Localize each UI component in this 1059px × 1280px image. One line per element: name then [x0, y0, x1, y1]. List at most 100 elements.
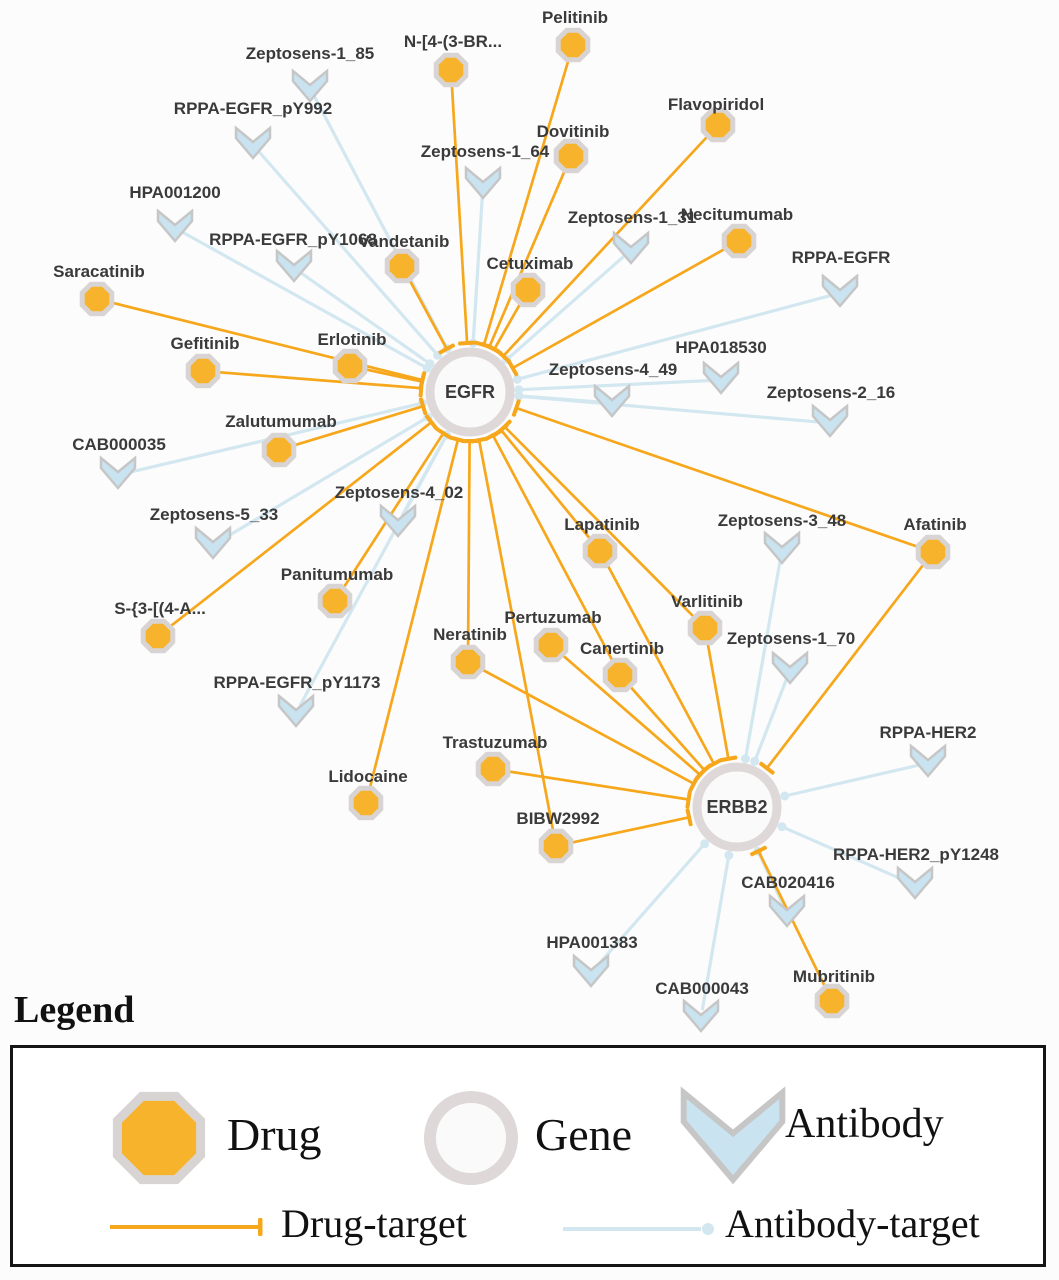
antibody-label-zeptosens-1-64: Zeptosens-1_64	[421, 142, 550, 161]
edge-zeptosens-1-31-egfr	[502, 254, 627, 365]
antibody-node-hpa018530[interactable]	[702, 360, 740, 395]
antibody-label-rppa-egfr-py1068: RPPA-EGFR_pY1068	[209, 230, 377, 249]
drug-node-trastuzumab[interactable]	[475, 751, 511, 787]
antibody-label-zeptosens-2-16: Zeptosens-2_16	[767, 383, 896, 402]
antibody-node-rppa-egfr[interactable]	[821, 273, 859, 308]
antibody-node-rppa-egfr-py992[interactable]	[234, 125, 272, 160]
drug-node-canertinib[interactable]	[602, 657, 638, 693]
edge-zeptosens-2-16-egfr	[514, 391, 823, 424]
edge-s-3-4-a-egfr	[168, 414, 438, 628]
drug-node-neratinib[interactable]	[450, 644, 486, 680]
drug-node-saracatinib[interactable]	[79, 281, 115, 317]
edge-zeptosens-1-70-erbb2	[750, 676, 789, 766]
edge-erlotinib-egfr	[364, 367, 426, 391]
edge-neratinib-erbb2	[480, 667, 700, 793]
antibody-label-hpa018530: HPA018530	[675, 338, 766, 357]
drug-node-dovitinib[interactable]	[553, 138, 589, 174]
drug-node-mubritinib[interactable]	[814, 983, 850, 1019]
antibody-node-zeptosens-5-33[interactable]	[194, 525, 232, 560]
edge-zeptosens-1-64-egfr	[468, 192, 485, 348]
drug-label-s-3-4-a: S-{3-[(4-A...	[114, 599, 206, 618]
gene-label-erbb2: ERBB2	[706, 797, 767, 817]
drug-node-flavopiridol[interactable]	[700, 107, 736, 143]
antibody-label-hpa001383: HPA001383	[546, 933, 637, 952]
antibody-node-rppa-egfr-py1173[interactable]	[277, 693, 315, 728]
antibody-node-cab000035[interactable]	[99, 455, 137, 490]
edge-vandetanib-egfr	[407, 278, 456, 355]
edge-n-4-3-br-egfr	[450, 84, 477, 346]
labels-layer: EGFRERBB2PelitinibN-[4-(3-BR...Dovitinib…	[53, 8, 999, 998]
edge-lapatinib-erbb2	[605, 563, 723, 770]
drug-label-bibw2992: BIBW2992	[516, 809, 599, 828]
drug-node-lapatinib[interactable]	[582, 533, 618, 569]
drug-node-erlotinib[interactable]	[332, 348, 368, 384]
antibody-node-zeptosens-1-64[interactable]	[464, 165, 502, 200]
edge-hpa001383-erbb2	[595, 839, 710, 969]
antibody-label-zeptosens-1-70: Zeptosens-1_70	[727, 629, 856, 648]
antibody-label-rppa-egfr-py1173: RPPA-EGFR_pY1173	[214, 673, 381, 692]
drug-label-mubritinib: Mubritinib	[793, 967, 875, 986]
edge-panitumumab-egfr	[341, 427, 452, 590]
edge-rppa-egfr-py1068-egfr	[299, 271, 435, 369]
drug-node-cetuximab[interactable]	[510, 272, 546, 308]
edge-afatinib-erbb2	[759, 563, 925, 775]
antibody-node-zeptosens-4-02[interactable]	[379, 503, 417, 538]
antibody-node-zeptosens-2-16[interactable]	[811, 403, 849, 438]
drug-node-necitumumab[interactable]	[721, 223, 757, 259]
antibody-node-zeptosens-4-49[interactable]	[593, 383, 631, 418]
edge-canertinib-egfr	[484, 429, 615, 663]
drug-legend-label: Drug	[227, 1109, 322, 1160]
antibody-node-cab000043[interactable]	[682, 998, 720, 1033]
antibody-node-rppa-egfr-py1068[interactable]	[275, 248, 313, 283]
antibody-node-zeptosens-1-31[interactable]	[612, 230, 650, 265]
drug-node-varlitinib[interactable]	[687, 610, 723, 646]
drug-node-pertuzumab[interactable]	[533, 627, 569, 663]
antibody-node-rppa-her2-py1248[interactable]	[896, 865, 934, 900]
edge-afatinib-egfr	[511, 399, 920, 549]
drug-node-lidocaine[interactable]	[348, 785, 384, 821]
drug-label-zalutumumab: Zalutumumab	[225, 412, 336, 431]
antibody-node-zeptosens-1-85[interactable]	[291, 68, 329, 103]
drug-label-neratinib: Neratinib	[433, 625, 507, 644]
drug-node-vandetanib[interactable]	[384, 248, 420, 284]
legend-box: Drug Gene Antibody Drug-target Antibody-…	[10, 1045, 1046, 1267]
edge-necitumumab-egfr	[507, 247, 727, 377]
antibody-node-rppa-her2[interactable]	[909, 743, 947, 778]
drug-node-pelitinib[interactable]	[555, 27, 591, 63]
drug-label-gefitinib: Gefitinib	[171, 334, 240, 353]
antibody-node-hpa001383[interactable]	[572, 953, 610, 988]
edge-lapatinib-egfr	[493, 423, 592, 541]
drug-node-bibw2992[interactable]	[538, 828, 574, 864]
antibody-node-zeptosens-1-70[interactable]	[771, 650, 809, 685]
gene-label-egfr: EGFR	[445, 382, 495, 402]
antibody-node-zeptosens-3-48[interactable]	[763, 530, 801, 565]
edge-varlitinib-egfr	[497, 419, 696, 619]
gene-node-erbb2[interactable]	[692, 762, 782, 852]
drug-node-panitumumab[interactable]	[317, 583, 353, 619]
antibody-node-hpa001200[interactable]	[156, 208, 194, 243]
edge-cab000043-erbb2	[700, 850, 734, 1011]
drug-node-zalutumumab[interactable]	[261, 432, 297, 468]
drug-label-pelitinib: Pelitinib	[542, 8, 608, 27]
drug-label-n-4-3-br: N-[4-(3-BR...	[404, 32, 502, 51]
nodes-layer	[79, 27, 951, 1033]
drug-label-lidocaine: Lidocaine	[328, 767, 407, 786]
drug-node-s-3-4-a[interactable]	[140, 618, 176, 654]
gene-node-egfr[interactable]	[425, 347, 515, 437]
edge-pelitinib-egfr	[475, 59, 570, 350]
drug-label-varlitinib: Varlitinib	[671, 592, 743, 611]
antibody-target-legend-label: Antibody-target	[725, 1201, 980, 1246]
antibody-target-edge-icon	[563, 1223, 714, 1235]
edge-flavopiridol-egfr	[495, 135, 709, 364]
edge-rppa-egfr-py1173-egfr	[298, 430, 452, 707]
drug-node-afatinib[interactable]	[915, 534, 951, 570]
antibody-label-hpa001200: HPA001200	[129, 183, 220, 202]
edge-gefitinib-egfr	[217, 370, 424, 398]
edges-layer	[111, 59, 925, 1011]
drug-node-n-4-3-br[interactable]	[433, 52, 469, 88]
antibody-node-cab020416[interactable]	[768, 893, 806, 928]
drug-node-gefitinib[interactable]	[185, 353, 221, 389]
edge-varlitinib-erbb2	[706, 642, 738, 763]
antibody-label-zeptosens-5-33: Zeptosens-5_33	[150, 505, 279, 524]
